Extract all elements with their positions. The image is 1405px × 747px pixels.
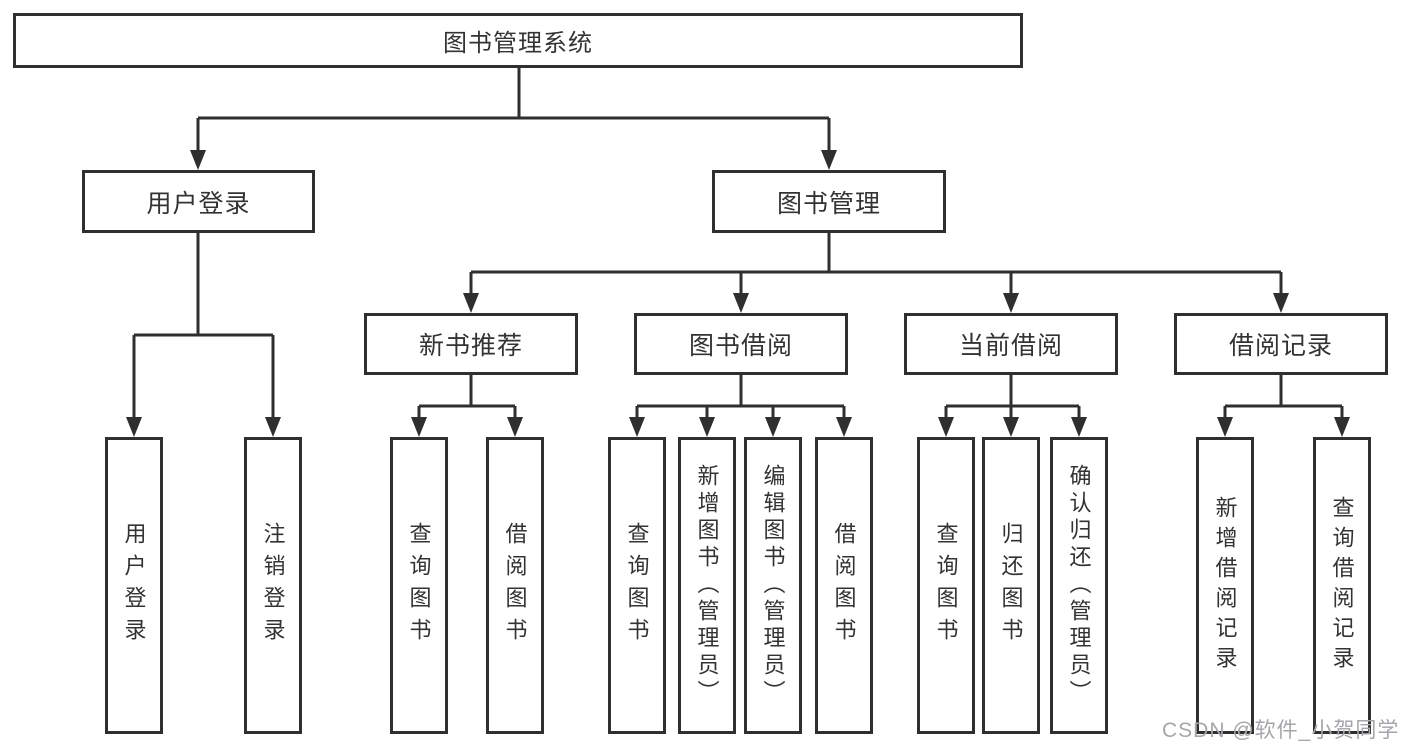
- node-current-borrowing: 当前借阅: [904, 313, 1118, 375]
- node-label: 图书管理系统: [443, 30, 593, 57]
- node-book-borrowing: 图书借阅: [634, 313, 848, 375]
- leaf-label: 用户登录: [121, 521, 147, 650]
- leaf-edit-book-admin: 编辑图书（管理员）: [744, 437, 802, 734]
- leaf-query-borrow-record: 查询借阅记录: [1313, 437, 1371, 734]
- node-book-management: 图书管理: [712, 170, 946, 233]
- leaf-label: 注销登录: [260, 521, 286, 650]
- leaf-logout: 注销登录: [244, 437, 302, 734]
- connector-book-management-to-level3: [463, 233, 1289, 313]
- connector-root-to-level2: [190, 68, 837, 170]
- connector-current-borrowing-to-leaves: [938, 375, 1087, 437]
- leaf-label: 编辑图书（管理员）: [760, 464, 786, 707]
- node-label: 图书管理: [776, 189, 881, 218]
- csdn-watermark: CSDN @软件_小贺同学: [1162, 719, 1400, 742]
- node-label: 图书借阅: [688, 332, 793, 360]
- leaf-label: 查询图书: [933, 521, 959, 650]
- leaf-query-books-recommend: 查询图书: [390, 437, 448, 734]
- node-borrow-records: 借阅记录: [1174, 313, 1388, 375]
- leaf-label: 归还图书: [998, 521, 1024, 650]
- node-library-management-system: 图书管理系统: [13, 13, 1023, 68]
- connector-book-borrowing-to-leaves: [629, 375, 852, 437]
- leaf-label: 新增图书（管理员）: [694, 464, 720, 707]
- leaf-borrow-books-recommend: 借阅图书: [486, 437, 544, 734]
- leaf-user-login: 用户登录: [105, 437, 163, 734]
- node-user-login: 用户登录: [82, 170, 315, 233]
- leaf-return-books: 归还图书: [982, 437, 1040, 734]
- leaf-borrow-books-borrowing: 借阅图书: [815, 437, 873, 734]
- leaf-label: 查询借阅记录: [1329, 495, 1355, 676]
- connector-new-book-recommend-to-leaves: [411, 375, 523, 437]
- connector-user-login-to-leaves: [126, 233, 281, 437]
- connector-borrow-records-to-leaves: [1217, 375, 1350, 437]
- node-new-book-recommend: 新书推荐: [364, 313, 578, 375]
- leaf-label: 新增借阅记录: [1212, 495, 1238, 676]
- leaf-label: 确认归还（管理员）: [1066, 464, 1092, 707]
- leaf-label: 查询图书: [624, 521, 650, 650]
- leaf-label: 借阅图书: [502, 521, 528, 650]
- leaf-query-books-borrowing: 查询图书: [608, 437, 666, 734]
- leaf-confirm-return-admin: 确认归还（管理员）: [1050, 437, 1108, 734]
- leaf-label: 借阅图书: [831, 521, 857, 650]
- node-label: 当前借阅: [958, 332, 1063, 360]
- node-label: 借阅记录: [1228, 332, 1333, 360]
- leaf-add-book-admin: 新增图书（管理员）: [678, 437, 736, 734]
- leaf-label: 查询图书: [406, 521, 432, 650]
- leaf-query-books-current: 查询图书: [917, 437, 975, 734]
- node-label: 用户登录: [146, 189, 251, 218]
- node-label: 新书推荐: [418, 332, 523, 360]
- leaf-add-borrow-record: 新增借阅记录: [1196, 437, 1254, 734]
